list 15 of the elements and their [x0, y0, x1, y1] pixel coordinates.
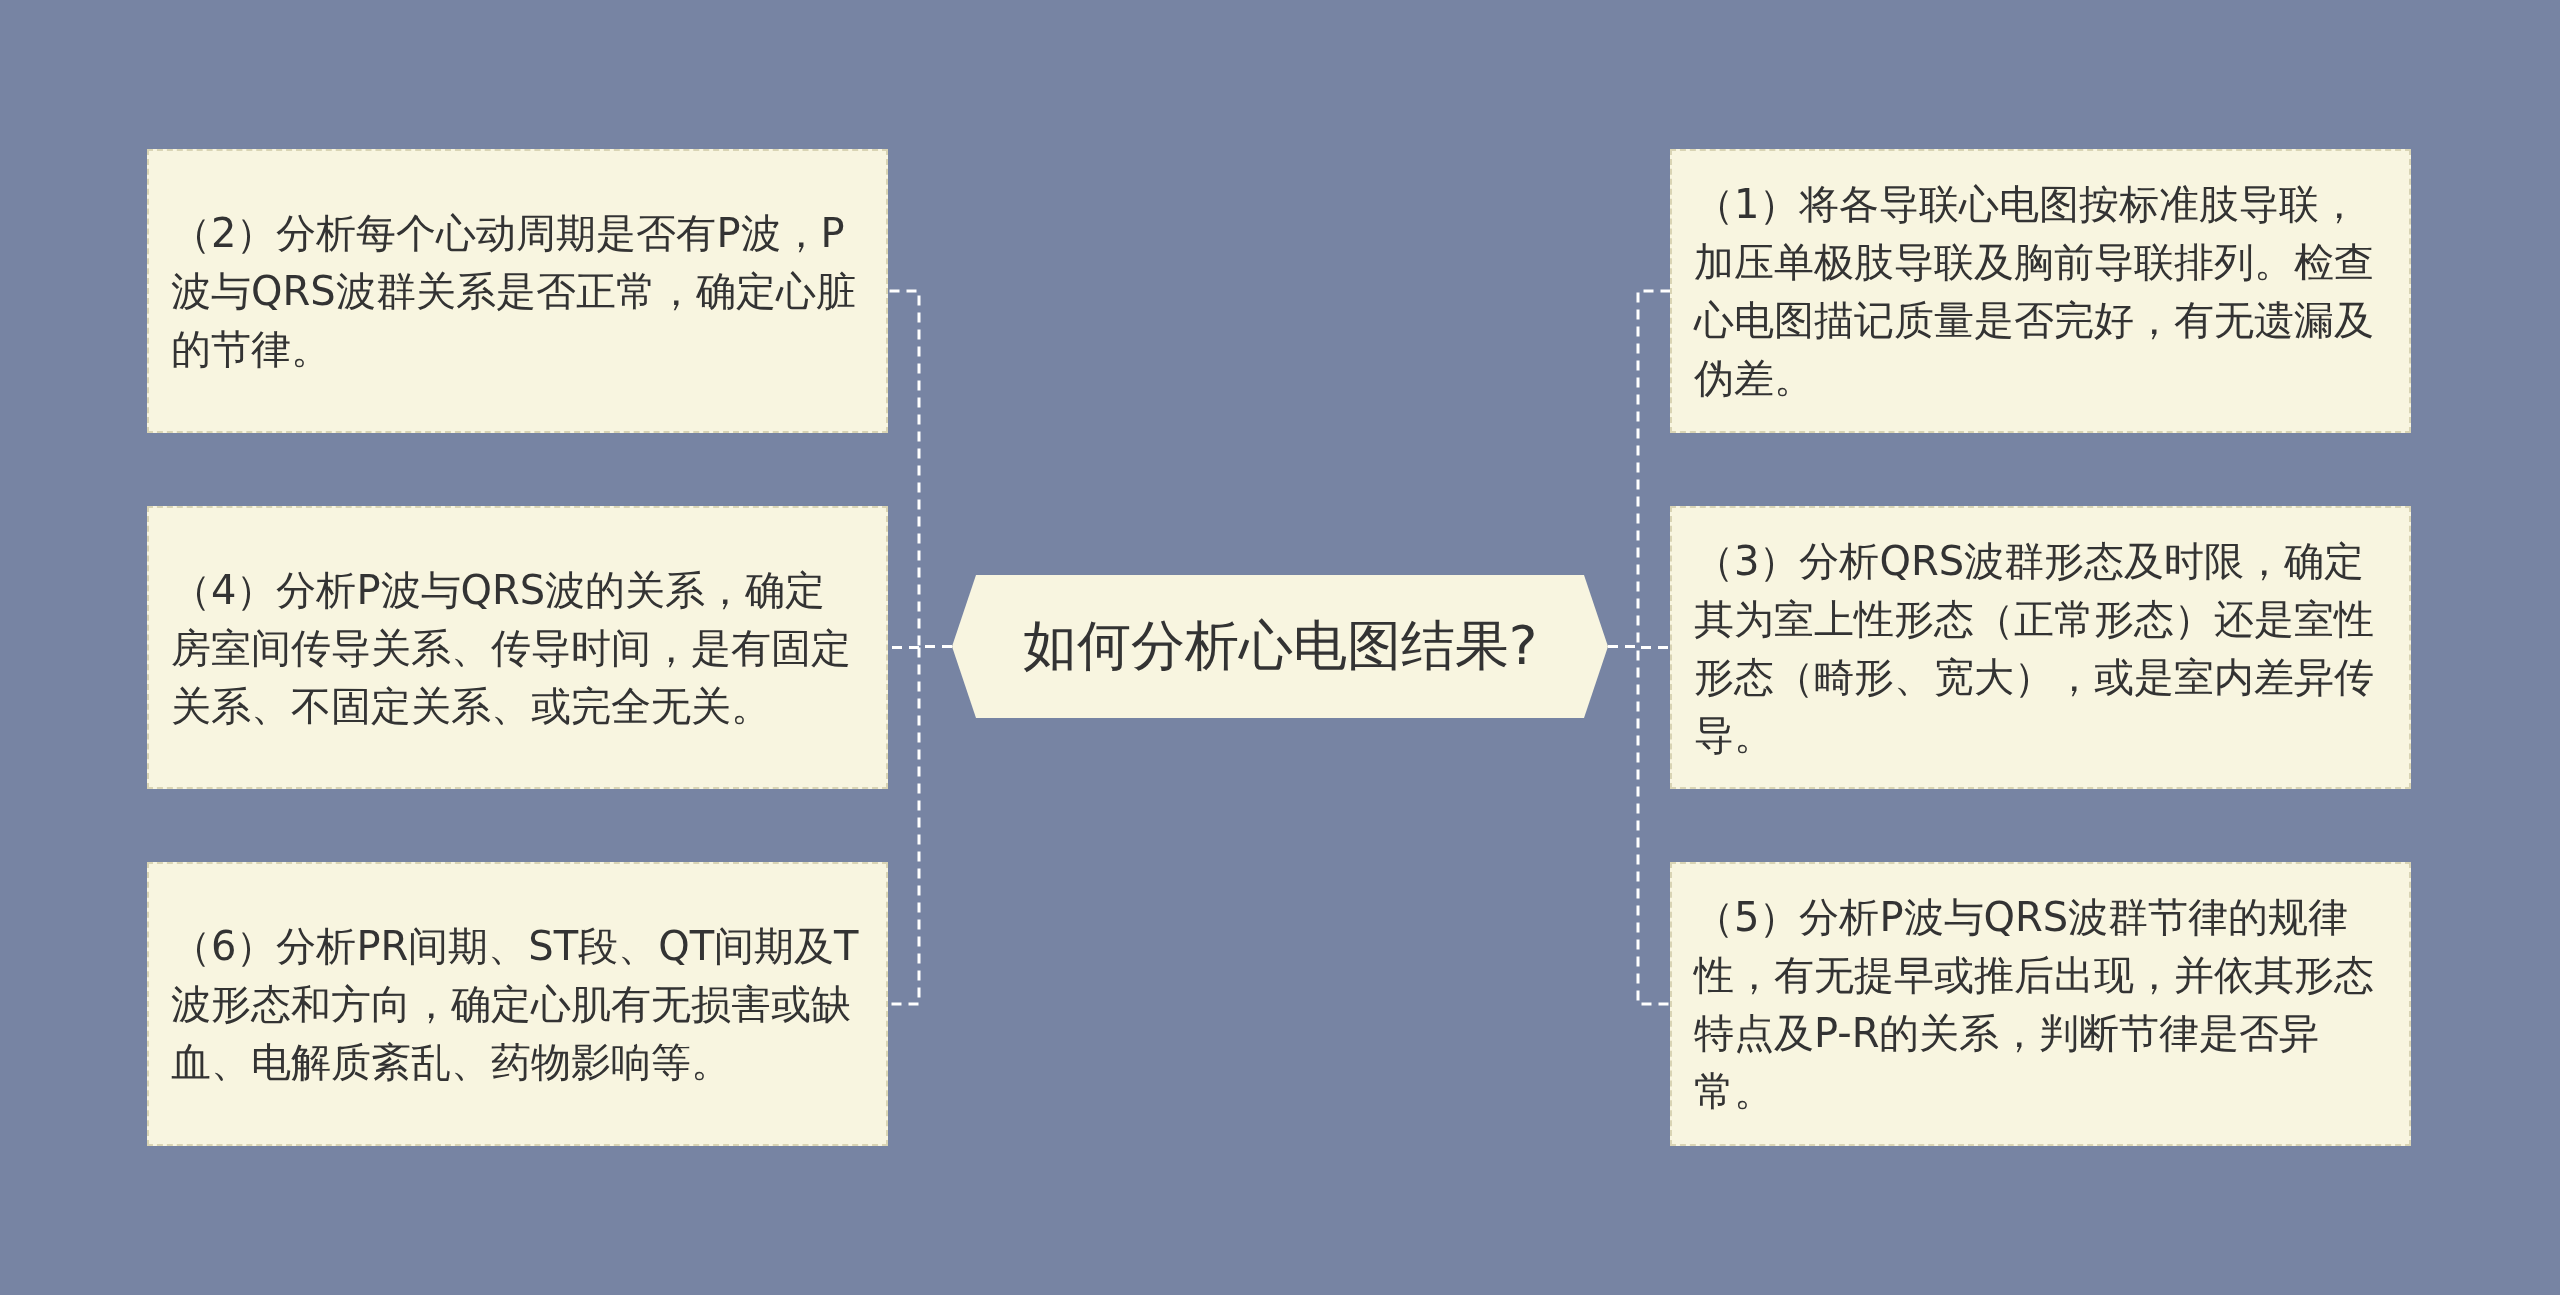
note-text: （4）分析P波与QRS波的关系，确定房室间传导关系、传导时间，是有固定关系、不固定关系、或完全无关。 [171, 565, 852, 731]
note-card [1670, 862, 2411, 1146]
note-text: （2）分析每个心动周期是否有P波，P波与QRS波群关系是否正常，确定心脏的节律。 [171, 209, 857, 374]
note-card [147, 506, 888, 789]
topic-hexagon [952, 575, 1608, 718]
note-card [1670, 506, 2411, 789]
connector-line [1608, 645, 1670, 1006]
note-text: （6）分析PR间期、ST段、QT间期及T波形态和方向，确定心肌有无损害或缺血、电解质紊乱、药物影响等。 [171, 922, 860, 1087]
note-card [147, 149, 888, 433]
note-card [147, 862, 888, 1146]
note-text: （3）分析QRS波群形态及时限，确定其为室上性形态（正常形态）还是室性形态（畸形、宽大），或是室内差异传导。 [1694, 536, 2375, 760]
note-text: （5）分析P波与QRS波群节律的规律性，有无提早或推后出现，并依其形态特点及P-R的关系，判断节律是否异常。 [1694, 893, 2375, 1116]
note-card [1670, 149, 2411, 433]
note-text: （1）将各导联心电图按标准肢导联，加压单极肢导联及胸前导联排列。检查心电图描记质量是否完好，有无遗漏及伪差。 [1694, 180, 2375, 403]
topic-text: 如何分析心电图结果? [1022, 613, 1538, 679]
